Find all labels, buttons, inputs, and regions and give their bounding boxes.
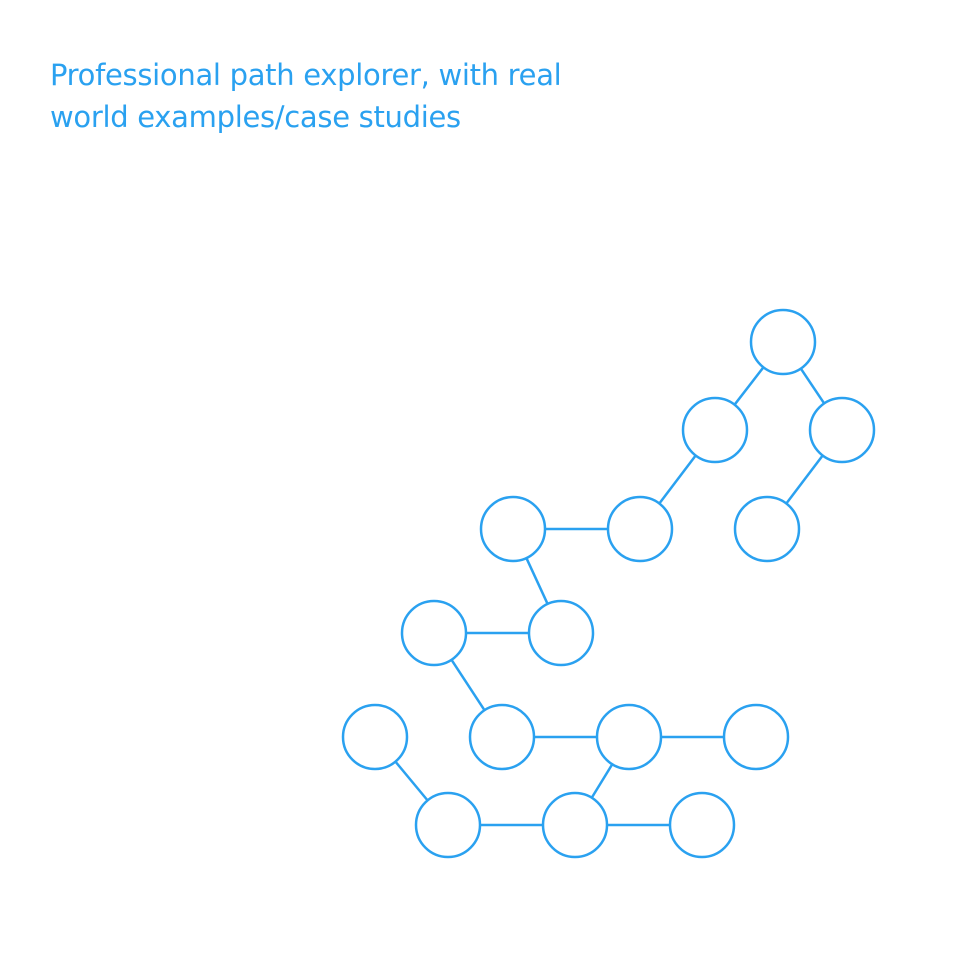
edge-n10-n15 xyxy=(590,763,614,799)
node-n14 xyxy=(414,791,482,859)
node-n15 xyxy=(541,791,609,859)
node-n7 xyxy=(400,599,468,667)
node-n3 xyxy=(808,396,876,464)
page-title-line-2: world examples/case studies xyxy=(50,100,461,134)
edge-n4-n8 xyxy=(525,557,549,605)
node-n11 xyxy=(722,703,790,771)
page-title-line-1: Professional path explorer, with real xyxy=(50,58,562,92)
edge-n3-n6 xyxy=(785,454,824,505)
edge-n1-n3 xyxy=(799,367,826,405)
edge-n13-n14 xyxy=(394,760,429,802)
edge-n2-n5 xyxy=(658,454,697,505)
node-n5 xyxy=(606,495,674,563)
page-title: Professional path explorer, with real wo… xyxy=(50,54,650,138)
node-n16 xyxy=(668,791,736,859)
node-n8 xyxy=(527,599,595,667)
diagram-edges xyxy=(394,366,826,827)
node-n10 xyxy=(595,703,663,771)
edge-n1-n2 xyxy=(733,366,765,406)
node-n9 xyxy=(468,703,536,771)
edge-n7-n9 xyxy=(450,659,486,711)
node-n2 xyxy=(681,396,749,464)
node-n13 xyxy=(341,703,409,771)
diagram-nodes xyxy=(341,308,876,859)
node-n6 xyxy=(733,495,801,563)
node-n4 xyxy=(479,495,547,563)
node-n1 xyxy=(749,308,817,376)
